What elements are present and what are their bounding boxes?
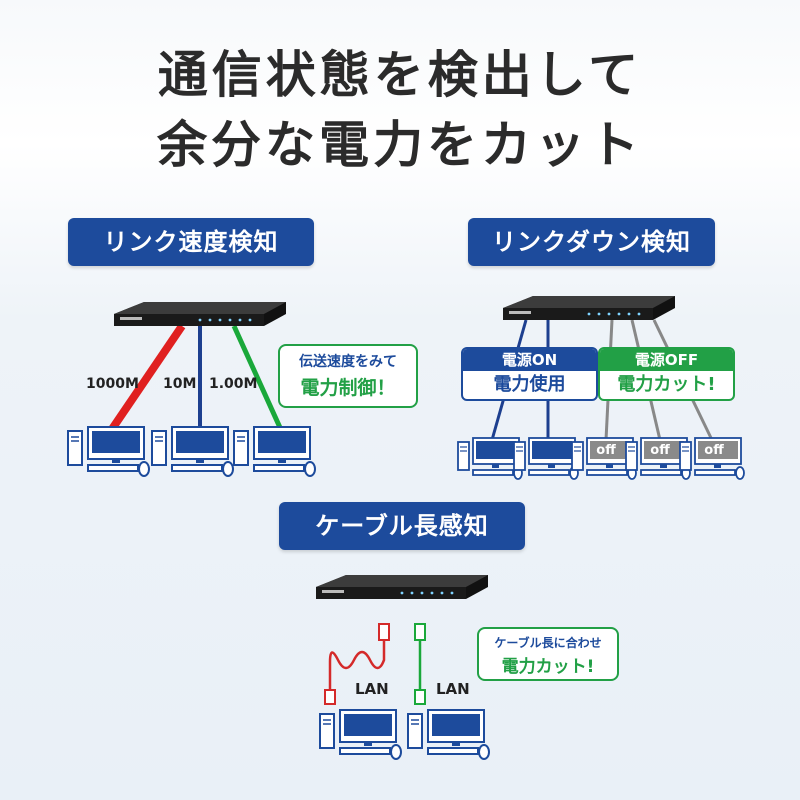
status-power-off: 電源OFF 電力カット! <box>598 347 735 401</box>
speed-label-100m: 1.00M <box>209 376 257 392</box>
pc-speed-1 <box>67 426 150 477</box>
cable-100m <box>231 324 285 434</box>
callout-speed-line1: 伝送速度をみて <box>299 354 397 370</box>
switch-speed <box>114 302 286 326</box>
long-cable-connector-top <box>378 623 390 641</box>
status-on-header: 電源ON <box>463 349 596 371</box>
pc-cable-1 <box>319 709 402 760</box>
section-label-link-speed: リンク速度検知 <box>68 218 314 266</box>
pc-on-1 <box>457 437 523 480</box>
headline-line-1: 通信状態を検出して <box>157 46 643 104</box>
pc-cable-2 <box>407 709 490 760</box>
section-label-link-down: リンクダウン検知 <box>468 218 715 266</box>
pc-speed-3 <box>233 426 316 477</box>
pc-on-2 <box>513 437 579 480</box>
callout-cable-line1: ケーブル長に合わせ <box>494 636 602 650</box>
cable-1000m <box>106 323 186 435</box>
off-label-2: off <box>650 443 670 458</box>
short-cable-connector-top <box>414 623 426 641</box>
callout-speed: 伝送速度をみて 電力制御！ <box>278 344 418 408</box>
link-speed-diagram: 1000M 10M 1.00M <box>67 302 316 477</box>
off-label-1: off <box>596 443 616 458</box>
switch-cable <box>316 575 488 599</box>
callout-cable-line2: 電力カット! <box>501 657 595 677</box>
status-off-header: 電源OFF <box>600 349 733 371</box>
speed-label-1000m: 1000M <box>86 376 139 392</box>
status-off-body: 電力カット! <box>617 374 716 395</box>
long-cable <box>328 640 386 700</box>
switch-linkdown <box>503 296 675 320</box>
pc-speed-2 <box>151 426 234 477</box>
section-label-cable-length: ケーブル長感知 <box>279 502 525 550</box>
short-cable-connector-bottom <box>414 689 426 705</box>
off-label-3: off <box>704 443 724 458</box>
status-power-on: 電源ON 電力使用 <box>461 347 598 401</box>
callout-cable: ケーブル長に合わせ 電力カット! <box>477 627 619 681</box>
long-cable-connector-bottom <box>324 689 336 705</box>
lan-label-right: LAN <box>436 680 470 698</box>
cable-length-diagram: LAN LAN <box>316 575 490 760</box>
headline-line-2: 余分な電力をカット <box>157 116 643 174</box>
callout-speed-line2: 電力制御！ <box>300 377 396 399</box>
lan-label-left: LAN <box>355 680 389 698</box>
status-on-body: 電力使用 <box>493 374 566 395</box>
speed-label-10m: 10M <box>163 376 196 392</box>
